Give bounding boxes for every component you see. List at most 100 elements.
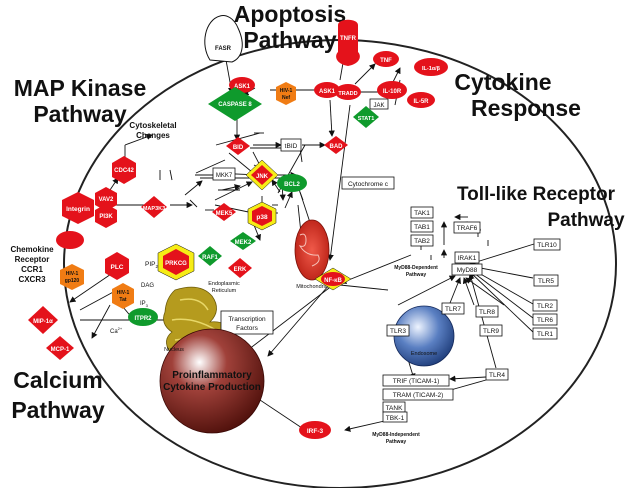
node-mek5: MEK5 <box>212 203 236 221</box>
svg-text:MyD88: MyD88 <box>457 267 478 274</box>
heading-mapk-2: Pathway <box>33 101 127 127</box>
svg-text:MKK7: MKK7 <box>216 173 233 179</box>
heading-calcium-1: Calcium <box>13 367 102 393</box>
svg-text:BID: BID <box>233 145 244 151</box>
tlr-group: TAK1 TAB1 TAB2 TRAF6 IRAK1 MyD88 MyD88-D… <box>372 206 561 445</box>
svg-text:TAK1: TAK1 <box>414 210 430 217</box>
svg-text:PRKCG: PRKCG <box>165 261 187 267</box>
svg-text:Mitochondria: Mitochondria <box>296 284 328 290</box>
node-hiv-tat: HIV-1 Tat <box>112 283 134 309</box>
svg-text:TLR1: TLR1 <box>537 331 553 338</box>
node-nfkb: NF-κB <box>314 267 352 291</box>
node-stat1: STAT1 <box>353 106 379 128</box>
svg-text:TAB2: TAB2 <box>414 238 430 245</box>
cytoskeletal-label-2: Changes <box>136 131 170 140</box>
svg-text:ASK1: ASK1 <box>319 89 336 95</box>
node-plc: PLC <box>105 252 129 280</box>
node-bcl2: BCL2 <box>277 174 307 192</box>
svg-text:TNF: TNF <box>380 58 392 64</box>
svg-text:MEK5: MEK5 <box>216 211 233 217</box>
nucleus: Nucleus Proinflammatory Cytokine Product… <box>159 328 265 434</box>
svg-text:Integrin: Integrin <box>66 206 90 213</box>
node-irf3: IRF-3 <box>299 421 331 439</box>
heading-tlr-2: Pathway <box>547 210 625 231</box>
svg-text:Transcription: Transcription <box>228 316 266 323</box>
label-pip2: PIP2 <box>145 261 158 269</box>
svg-text:TLR9: TLR9 <box>483 328 499 335</box>
svg-text:TNFR: TNFR <box>340 36 357 42</box>
cytoskeletal-label-1: Cytoskeletal <box>129 121 176 130</box>
node-prkcg: PRKCG <box>157 243 195 281</box>
node-cdc42: CDC42 <box>112 156 136 184</box>
svg-text:HIV-1: HIV-1 <box>66 271 79 277</box>
svg-text:Factors: Factors <box>236 325 258 332</box>
svg-text:NF-κB: NF-κB <box>324 278 342 284</box>
svg-text:Receptor: Receptor <box>15 255 50 264</box>
mitochondria: Mitochondria <box>294 219 330 290</box>
svg-text:Cytochrome c: Cytochrome c <box>348 181 389 188</box>
svg-text:BCL2: BCL2 <box>284 182 300 188</box>
svg-text:TLR10: TLR10 <box>537 242 557 249</box>
svg-text:TLR7: TLR7 <box>445 306 461 313</box>
svg-text:Pathway: Pathway <box>386 439 407 445</box>
node-jak: JAK <box>369 98 389 110</box>
svg-text:IL-10R: IL-10R <box>383 89 402 95</box>
svg-text:MIP-1α: MIP-1α <box>33 319 53 325</box>
svg-text:Chemokine: Chemokine <box>10 245 54 254</box>
node-caspase8: CASPASE 8 <box>208 87 262 121</box>
svg-text:VAV2: VAV2 <box>99 197 114 203</box>
svg-text:TRAF6: TRAF6 <box>457 225 478 232</box>
heading-cytokine-2: Response <box>471 95 581 121</box>
heading-calcium-2: Pathway <box>11 397 105 423</box>
svg-text:BAD: BAD <box>330 144 344 150</box>
svg-text:Nucleus: Nucleus <box>164 347 184 353</box>
node-il5r: IL-5R <box>407 92 435 108</box>
svg-text:tBID: tBID <box>285 143 298 150</box>
node-il1: IL-1α/β <box>414 58 448 76</box>
node-tbid: tBID <box>280 138 302 152</box>
chemokine-receptor: Chemokine Receptor CCR1 CXCR3 <box>10 231 84 284</box>
svg-text:Endoplasmic: Endoplasmic <box>208 281 240 287</box>
svg-text:TLR6: TLR6 <box>537 317 553 324</box>
svg-text:CASPASE 8: CASPASE 8 <box>218 102 252 108</box>
svg-text:TLR4: TLR4 <box>489 372 505 379</box>
node-mkk7: MKK7 <box>212 167 236 181</box>
node-bad: BAD <box>324 136 348 154</box>
svg-text:Reticulum: Reticulum <box>212 288 237 294</box>
svg-text:MyD88-Independent: MyD88-Independent <box>372 432 420 438</box>
node-transcription-factors: Transcription Factors <box>220 310 274 335</box>
node-integrin: Integrin <box>62 192 94 224</box>
svg-text:IL-5R: IL-5R <box>414 99 430 105</box>
node-il10r: IL-10R <box>377 81 407 99</box>
node-tradd: TRADD <box>335 84 361 100</box>
svg-text:CXCR3: CXCR3 <box>18 275 46 284</box>
node-mek2: MEK2 <box>230 232 256 250</box>
svg-text:TLR8: TLR8 <box>479 309 495 316</box>
svg-text:MEK2: MEK2 <box>235 240 252 246</box>
svg-text:TLR2: TLR2 <box>537 303 553 310</box>
svg-text:Nef: Nef <box>282 95 290 101</box>
svg-text:ITPR2: ITPR2 <box>134 316 152 322</box>
node-bid: BID <box>226 137 250 155</box>
node-fasr: FASR <box>204 15 243 63</box>
label-dag: DAG <box>141 283 154 289</box>
svg-text:TRADD: TRADD <box>338 91 357 97</box>
heading-cytokine-1: Cytokine <box>454 69 551 95</box>
node-cytochrome-c: Cytochrome c <box>341 176 395 190</box>
svg-text:JAK: JAK <box>373 103 384 109</box>
svg-text:CCR1: CCR1 <box>21 265 43 274</box>
svg-text:PLC: PLC <box>111 264 124 271</box>
svg-text:p38: p38 <box>256 214 268 221</box>
svg-text:TRAM (TICAM-2): TRAM (TICAM-2) <box>393 392 444 399</box>
svg-text:JNK: JNK <box>256 174 269 180</box>
node-p38: p38 <box>247 201 277 231</box>
svg-text:IRAK1: IRAK1 <box>458 255 477 262</box>
svg-text:gp120: gp120 <box>65 278 80 284</box>
node-hiv-nef: HIV-1 Nef <box>276 82 296 105</box>
node-itpr2: ITPR2 <box>128 308 158 326</box>
heading-apoptosis-1: Apoptosis <box>234 1 346 27</box>
node-map3k3: MAP3K3 <box>141 196 167 218</box>
svg-text:Endosome: Endosome <box>411 351 437 357</box>
svg-text:Cytokine Production: Cytokine Production <box>163 382 261 393</box>
svg-text:FASR: FASR <box>215 46 232 52</box>
